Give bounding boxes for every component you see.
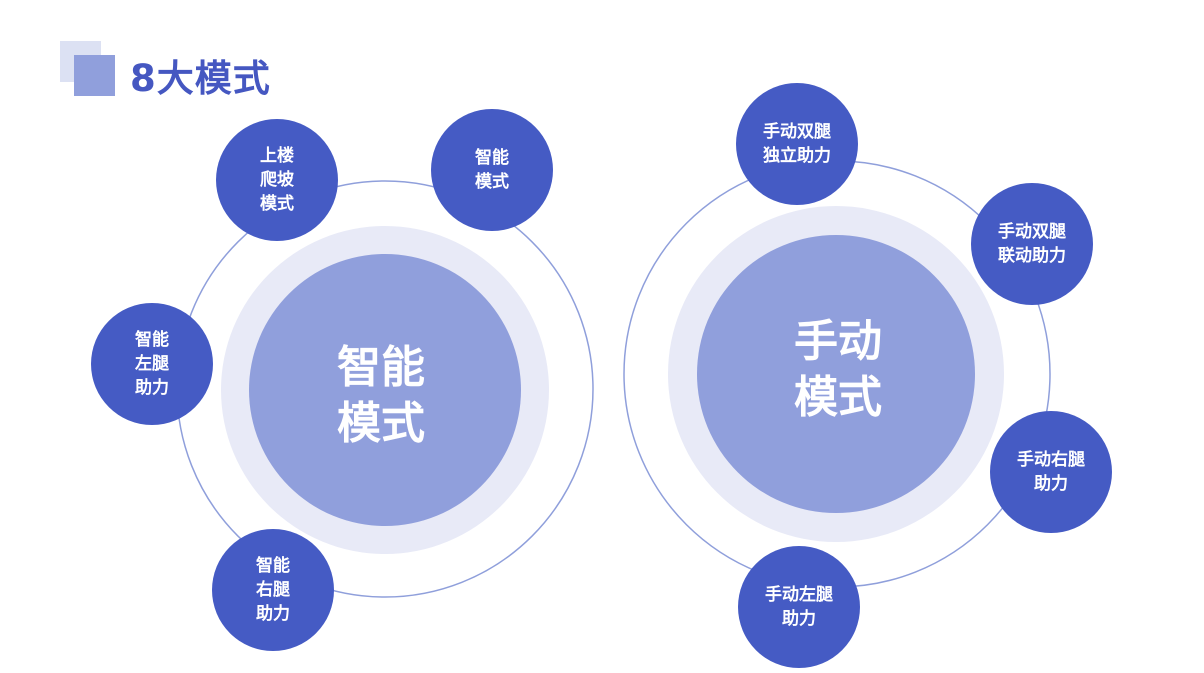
title-decoration-front (74, 55, 115, 96)
page-title: 8大模式 (130, 57, 271, 100)
mode-manual-both-independent: 手动双腿 独立助力 (736, 83, 858, 205)
manual-mode-hub-label: 手动 模式 (794, 316, 882, 423)
manual-hub (697, 235, 975, 513)
smart-mode-hub-label: 智能 模式 (337, 342, 425, 449)
smart-hub (249, 254, 521, 526)
mode-manual-left-leg: 手动左腿 助力 (738, 546, 860, 668)
mode-stair-climb: 上楼 爬坡 模式 (216, 119, 338, 241)
mode-manual-both-linked: 手动双腿 联动助力 (971, 183, 1093, 305)
mode-manual-right-leg: 手动右腿 助力 (990, 411, 1112, 533)
mode-smart-left-leg: 智能 左腿 助力 (91, 303, 213, 425)
mode-smart-right-leg: 智能 右腿 助力 (212, 529, 334, 651)
mode-smart: 智能 模式 (431, 109, 553, 231)
